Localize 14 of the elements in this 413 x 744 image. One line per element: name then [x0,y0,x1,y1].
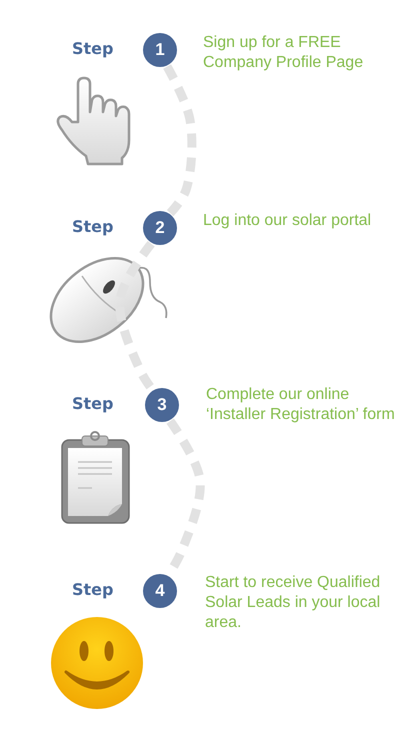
step-number-circle: 3 [145,388,179,422]
step-number-circle: 2 [143,211,177,245]
step-description: Sign up for a FREE Company Profile Page [203,33,364,73]
step-description: Log into our solar portal [203,211,372,231]
step-number-circle: 4 [143,574,177,608]
step-description: Complete our online ‘Installer Registration’ form [206,385,396,425]
step-label: Step [72,580,114,599]
step-description: Start to receive Qualified Solar Leads in your local area. [205,573,382,633]
dashed-path-connector [163,64,196,216]
step-label: Step [72,39,114,58]
step-number-circle: 1 [143,33,177,67]
dashed-path-connector [164,418,205,578]
step-label: Step [72,394,114,413]
step-label: Step [72,217,114,236]
